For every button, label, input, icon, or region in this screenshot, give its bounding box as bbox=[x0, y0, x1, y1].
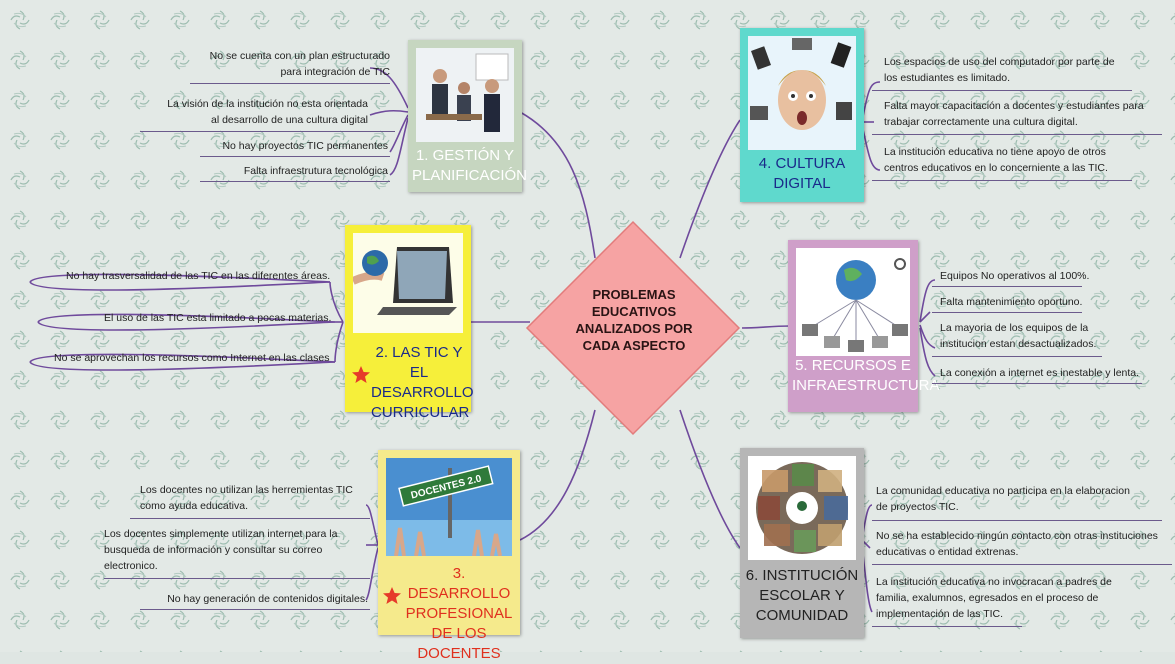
topic-card-desarrollo-profesional[interactable]: DOCENTES 2.0 3. DESARROLLO PROFESIONAL D… bbox=[378, 450, 520, 662]
laptop-globe-photo bbox=[353, 233, 463, 333]
topic-card-tic-desarrollo[interactable]: 2. LAS TIC Y EL DESARROLLO CURRICULAR bbox=[345, 225, 474, 421]
note-busqueda-informacion: Los docentes simplemente utilizan intern… bbox=[104, 528, 338, 572]
note-herramientas-tic: Los docentes no utilizan las herremienta… bbox=[140, 484, 353, 512]
topic-title-gestion: 1. GESTIÓN Y PLANIFICACIÓN bbox=[412, 147, 528, 184]
topic-title-desarrollo-profesional: 3. DESARROLLO PROFESIONAL DE LOS DOCENTE… bbox=[405, 565, 513, 662]
central-topic-diamond[interactable] bbox=[525, 220, 741, 436]
topic-title-cultura-digital: 4. CULTURA DIGITAL bbox=[758, 155, 846, 192]
note-comunidad-proyectos: La comunidad educativa no participa en l… bbox=[876, 485, 1130, 513]
topic-card-recursos[interactable]: 5. RECURSOS E INFRAESTRUCTURA bbox=[788, 240, 940, 412]
business-meeting-photo bbox=[416, 48, 514, 142]
central-topic-label: PROBLEMAS EDUCATIVOS ANALIZADOS POR CADA… bbox=[575, 287, 693, 353]
note-equipos-no-operativos: Equipos No operativos al 100%. bbox=[940, 270, 1090, 282]
note-uso-tic-limitado: El uso de las TIC esta limitado a pocas … bbox=[104, 312, 332, 324]
star-icon bbox=[383, 587, 401, 604]
topic-title-tic-desarrollo: 2. LAS TIC Y EL DESARROLLO CURRICULAR bbox=[371, 344, 474, 421]
note-padres-familia: La institución educativa no invocracan a… bbox=[876, 576, 1112, 620]
note-vision-institucion: La visión de la institución no esta orie… bbox=[167, 98, 368, 126]
community-collage-photo bbox=[748, 456, 856, 560]
note-recursos-internet: No se aprovechan los recursos como Inter… bbox=[54, 352, 330, 364]
topic-card-gestion[interactable]: 1. GESTIÓN Y PLANIFICACIÓN bbox=[408, 40, 528, 192]
note-mantenimiento: Falta mantenimiento oportuno. bbox=[940, 296, 1083, 308]
note-contacto-instituciones: No se ha establecido ningún contacto con… bbox=[876, 530, 1158, 558]
topic-title-institucion: 6. INSTITUCIÓN ESCOLAR Y COMUNIDAD bbox=[745, 567, 859, 624]
note-proyectos-tic: No hay proyectos TIC permanentes bbox=[222, 140, 388, 152]
note-conexion-internet: La conexión a internet es inestable y le… bbox=[940, 367, 1140, 379]
topic-title-recursos: 5. RECURSOS E INFRAESTRUCTURA bbox=[792, 357, 940, 394]
docentes-sign-photo: DOCENTES 2.0 bbox=[386, 458, 512, 556]
topic-card-institucion[interactable]: 6. INSTITUCIÓN ESCOLAR Y COMUNIDAD bbox=[740, 448, 864, 638]
topic-card-cultura-digital[interactable]: 4. CULTURA DIGITAL bbox=[740, 28, 864, 202]
note-infraestructura: Falta infraestrutura tecnológica bbox=[243, 165, 388, 177]
note-contenidos-digitales: No hay generación de contenidos digitale… bbox=[167, 593, 368, 605]
note-capacitacion: Falta mayor capacitación a docentes y es… bbox=[884, 100, 1144, 128]
surprised-man-gadgets-photo bbox=[748, 36, 856, 150]
note-trasversalidad: No hay trasversalidad de las TIC en las … bbox=[66, 270, 331, 282]
globe-network-photo bbox=[796, 248, 910, 356]
note-apoyo-centros: La institución educativa no tiene apoyo … bbox=[884, 146, 1108, 174]
note-espacios-computador: Los espacios de uso del computador por p… bbox=[884, 56, 1115, 84]
star-icon bbox=[352, 366, 370, 383]
